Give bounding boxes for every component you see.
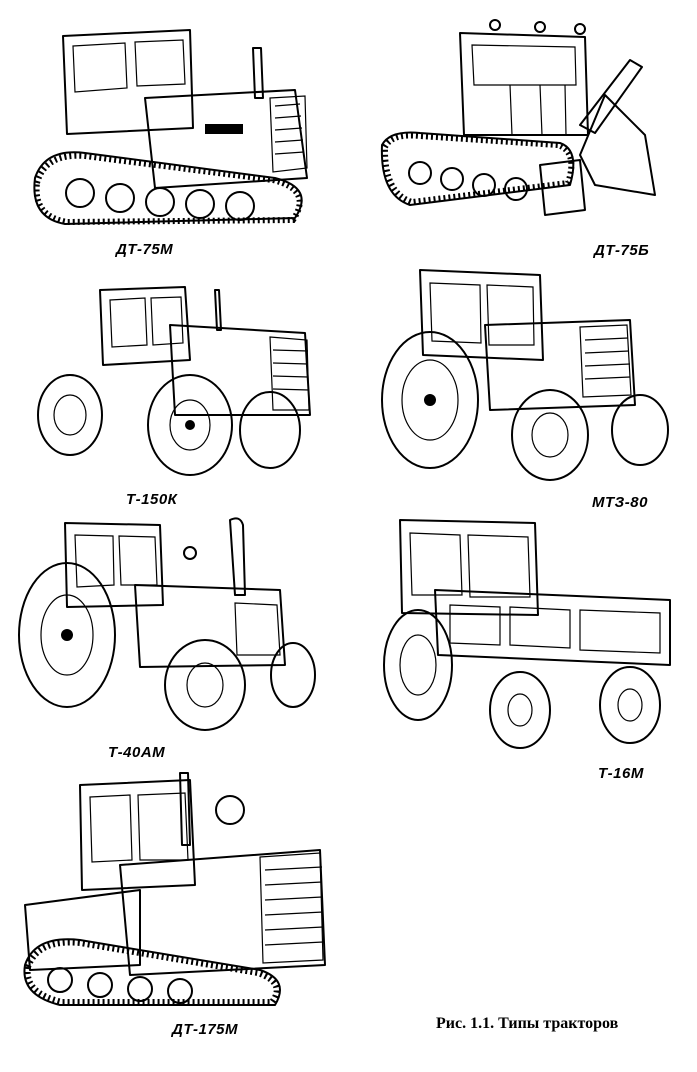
crawler-bulldozer-drawing xyxy=(380,19,656,216)
tractor-label-t-150k: Т-150К xyxy=(126,491,178,508)
tractor-label-mtz-80: МТЗ-80 xyxy=(592,494,648,511)
tractor-illustration-dt-75b xyxy=(380,15,660,225)
crawler-tractor-drawing xyxy=(23,772,326,1006)
wheeled-tractor-drawing xyxy=(381,269,669,481)
tractor-label-dt-75m: ДТ-75М xyxy=(116,241,174,258)
tractor-label-t-16m: Т-16М xyxy=(598,765,644,782)
wheeled-tractor-drawing xyxy=(18,517,316,731)
tractor-label-t-40am: Т-40АМ xyxy=(108,744,166,761)
crawler-tractor-drawing xyxy=(33,29,308,226)
self-propelled-chassis-drawing xyxy=(383,519,671,749)
figure-caption: Рис. 1.1. Типы тракторов xyxy=(436,1015,619,1032)
tractor-illustration-dt-75m xyxy=(25,28,325,228)
tractor-illustration-t-16m xyxy=(380,515,680,750)
wheeled-tractor-drawing xyxy=(37,286,311,476)
tractor-label-dt-175m: ДТ-175М xyxy=(172,1021,239,1038)
tractor-illustration-mtz-80 xyxy=(375,265,675,485)
tractor-label-dt-75b: ДТ-75Б xyxy=(594,242,650,259)
tractor-illustration-dt-175m xyxy=(20,765,330,1010)
tractor-illustration-t-150k xyxy=(25,285,320,480)
tractor-illustration-t-40am xyxy=(15,515,316,735)
